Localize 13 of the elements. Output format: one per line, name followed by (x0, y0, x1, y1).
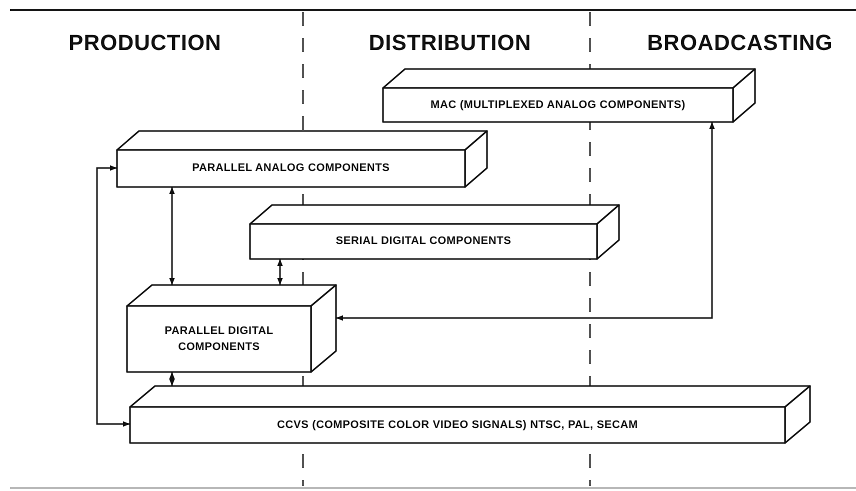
box-label: PARALLEL DIGITAL COMPONENTS (164, 324, 274, 355)
box-label: PARALLEL ANALOG COMPONENTS (192, 161, 390, 176)
arrow (277, 259, 283, 285)
box-label: CCVS (COMPOSITE COLOR VIDEO SIGNALS) NTSC, PAL, SECAM (277, 418, 638, 433)
arrow (96, 165, 130, 427)
arrow (169, 372, 175, 386)
box-label: SERIAL DIGITAL COMPONENTS (336, 234, 512, 250)
arrow (336, 122, 715, 321)
column-heading: DISTRIBUTION (368, 30, 532, 56)
column-heading: BROADCASTING (647, 30, 833, 56)
arrow (169, 187, 175, 285)
box-label: MAC (MULTIPLEXED ANALOG COMPONENTS) (430, 98, 686, 113)
column-heading: PRODUCTION (68, 30, 222, 56)
